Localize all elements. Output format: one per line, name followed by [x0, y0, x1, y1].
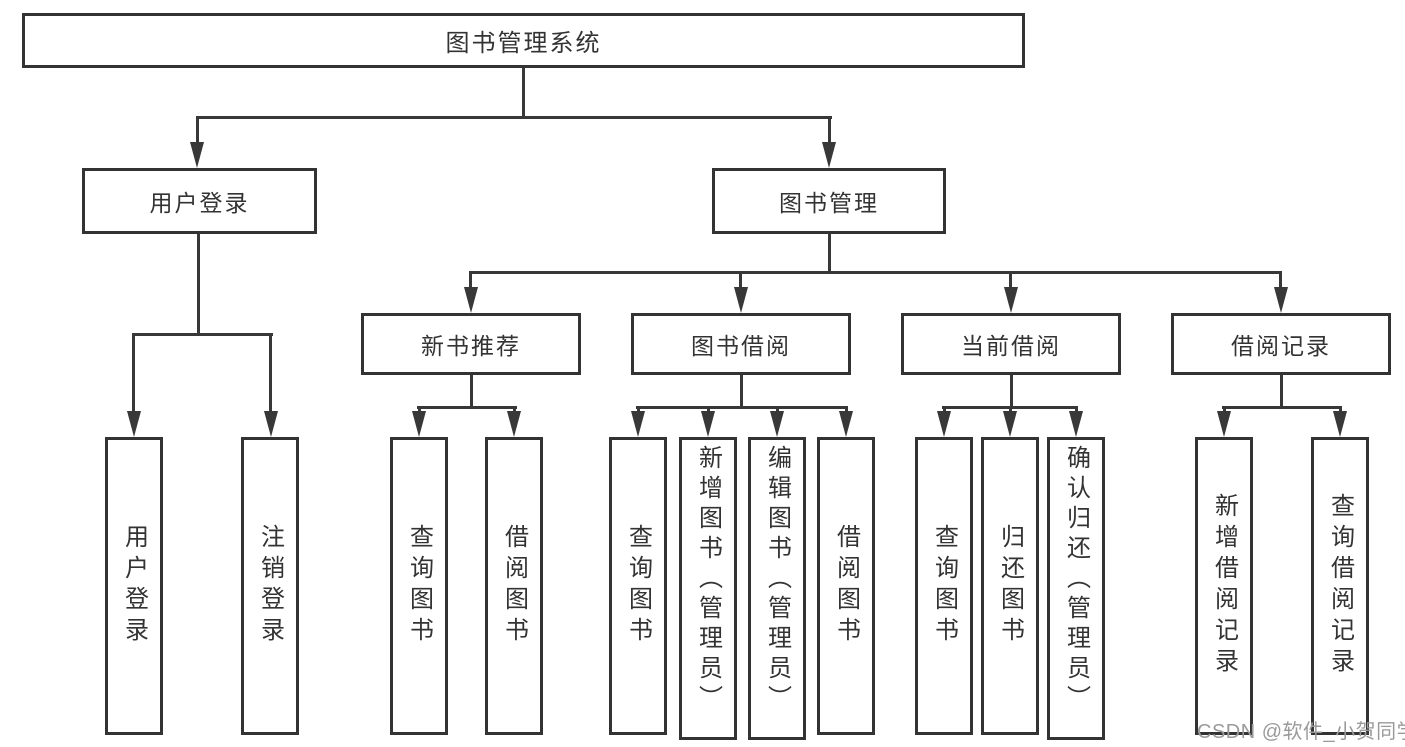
arrow-down-icon — [507, 411, 521, 437]
node-user-login: 用户登录 — [82, 168, 317, 234]
node-new-book-recommend: 新书推荐 — [361, 313, 581, 375]
leaf-borrow-books-recommend: 借阅图书 — [485, 437, 543, 735]
node-book-management: 图书管理 — [712, 168, 946, 234]
connector-current-borrow-stem — [1010, 375, 1013, 409]
leaf-add-book-admin: 新增图书（管理员） — [679, 437, 737, 740]
arrow-down-icon — [1217, 411, 1231, 437]
arrow-down-icon — [127, 411, 141, 437]
connector-root-stem — [522, 68, 525, 118]
leaf-query-borrow-record: 查询借阅记录 — [1311, 437, 1369, 735]
connector-new-book-stem — [470, 375, 473, 409]
arrow-down-icon — [631, 411, 645, 437]
arrow-down-icon — [734, 287, 748, 313]
arrow-down-icon — [190, 142, 204, 168]
leaf-edit-book-admin: 编辑图书（管理员） — [748, 437, 806, 740]
arrow-down-icon — [464, 287, 478, 313]
connector-drop-user-login — [196, 116, 199, 146]
connector-book-management-stem — [828, 234, 831, 274]
connector-borrow-records-rail — [1222, 406, 1342, 409]
arrow-down-icon — [701, 411, 715, 437]
connector-borrow-records-stem — [1280, 375, 1283, 409]
connector-drop — [1075, 406, 1078, 415]
arrow-down-icon — [770, 411, 784, 437]
arrow-down-icon — [839, 411, 853, 437]
leaf-user-login: 用户登录 — [105, 437, 163, 735]
connector-drop — [845, 406, 848, 415]
arrow-down-icon — [822, 142, 836, 168]
arrow-down-icon — [264, 411, 278, 437]
node-borrow-records: 借阅记录 — [1171, 313, 1391, 375]
connector-user-login-rail — [132, 333, 273, 336]
connector-drop — [943, 406, 946, 415]
node-current-borrow: 当前借阅 — [901, 313, 1121, 375]
connector-drop-new-book — [469, 271, 472, 291]
arrow-down-icon — [1274, 287, 1288, 313]
arrow-down-icon — [1333, 411, 1347, 437]
node-library-management-system: 图书管理系统 — [22, 13, 1025, 68]
connector-drop — [1223, 406, 1226, 415]
watermark: CSDN @软件_小贺同学 — [1197, 721, 1405, 743]
connector-drop-book-borrow — [739, 271, 742, 291]
connector-drop — [637, 406, 640, 415]
connector-book-management-rail — [469, 271, 1282, 274]
connector-drop — [513, 406, 516, 415]
leaf-query-books-recommend: 查询图书 — [390, 437, 448, 735]
leaf-logout: 注销登录 — [241, 437, 299, 735]
connector-root-rail — [196, 116, 832, 119]
connector-book-borrow-rail — [636, 406, 848, 409]
node-book-borrow: 图书借阅 — [631, 313, 851, 375]
connector-drop — [1339, 406, 1342, 415]
arrow-down-icon — [937, 411, 951, 437]
arrow-down-icon — [1003, 411, 1017, 437]
connector-drop-leaf-user-login — [132, 333, 135, 415]
leaf-return-books: 归还图书 — [981, 437, 1039, 735]
leaf-confirm-return-admin: 确认归还（管理员） — [1047, 437, 1105, 740]
connector-drop-current-borrow — [1009, 271, 1012, 291]
connector-user-login-stem — [197, 234, 200, 336]
arrow-down-icon — [1069, 411, 1083, 437]
connector-drop-book-management — [828, 116, 831, 146]
connector-drop — [707, 406, 710, 415]
leaf-query-books-current: 查询图书 — [915, 437, 973, 735]
connector-drop-borrow-records — [1279, 271, 1282, 291]
connector-drop — [1009, 406, 1012, 415]
leaf-query-books-borrow: 查询图书 — [609, 437, 667, 735]
connector-new-book-rail — [417, 406, 517, 409]
leaf-add-borrow-record: 新增借阅记录 — [1195, 437, 1253, 735]
arrow-down-icon — [412, 411, 426, 437]
connector-drop — [418, 406, 421, 415]
connector-drop — [776, 406, 779, 415]
connector-drop-leaf-logout — [269, 333, 272, 415]
leaf-borrow-books: 借阅图书 — [817, 437, 875, 735]
arrow-down-icon — [1004, 287, 1018, 313]
connector-book-borrow-stem — [740, 375, 743, 409]
